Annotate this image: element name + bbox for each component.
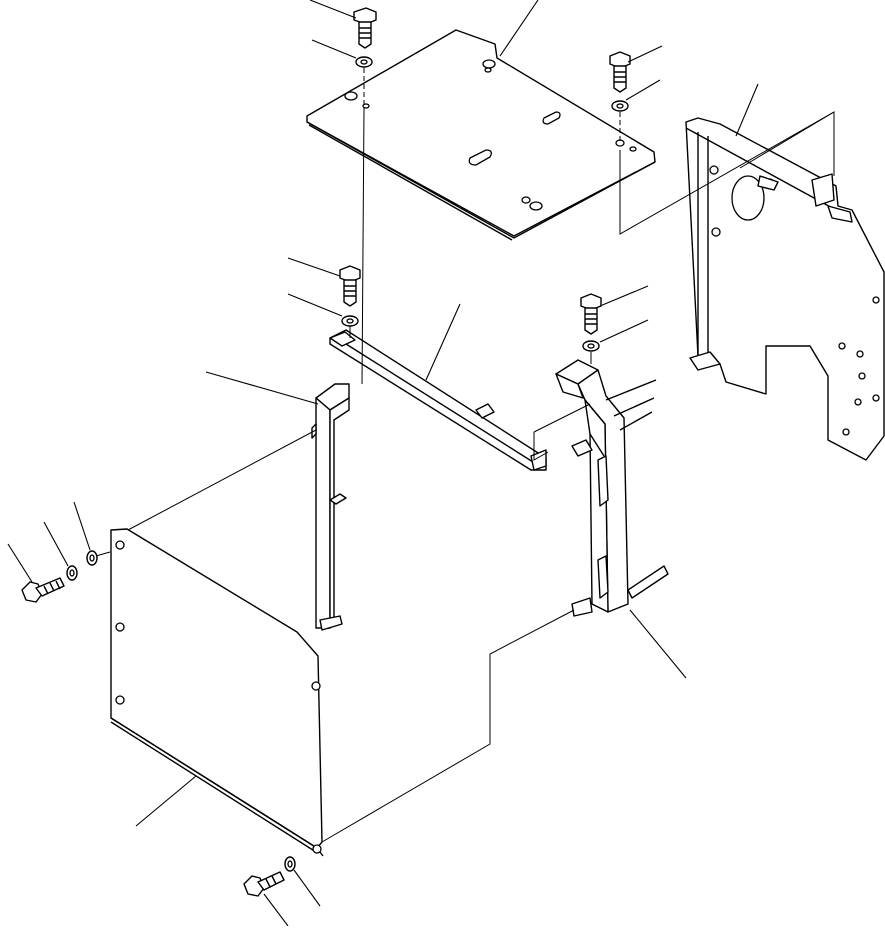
bolt — [353, 7, 377, 49]
washer — [341, 315, 359, 327]
washer — [582, 340, 600, 352]
assembly-guide-lines — [95, 68, 835, 843]
bolt — [609, 51, 631, 93]
left-pillar-bracket — [311, 383, 350, 631]
washer — [355, 56, 373, 68]
rear-mounting-frame — [685, 117, 885, 461]
bolt — [339, 265, 361, 307]
callout-leaders — [7, 0, 759, 927]
bolt — [243, 871, 285, 897]
side-cover-panel — [110, 528, 324, 857]
bolt — [21, 577, 65, 603]
top-cover-plate — [306, 29, 656, 241]
washer — [86, 550, 98, 566]
upper-cross-bar — [329, 329, 547, 471]
right-corner-post — [555, 359, 669, 617]
washer — [611, 100, 629, 112]
washer — [284, 856, 296, 872]
bolt — [580, 293, 602, 335]
washer — [66, 565, 78, 581]
